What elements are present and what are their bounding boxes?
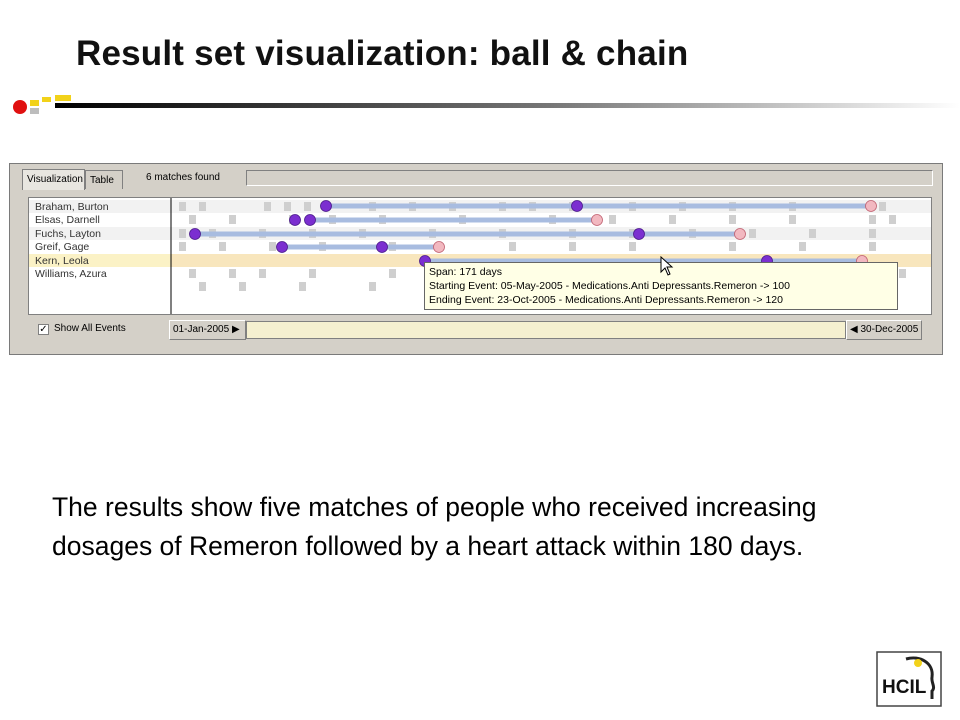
mouse-cursor-icon: [660, 256, 674, 276]
hcil-logo: HCIL: [876, 651, 942, 707]
bottom-controls: ✓ Show All Events 01-Jan-2005 ▶ ◀ 30-Dec…: [28, 320, 932, 344]
event-mark: [629, 242, 636, 251]
start-event-ball: [304, 214, 316, 226]
end-date-button[interactable]: ◀ 30-Dec-2005: [846, 320, 922, 340]
event-mark: [789, 215, 796, 224]
tooltip-start: Starting Event: 05-May-2005 - Medication…: [429, 280, 790, 292]
start-event-ball: [571, 200, 583, 212]
end-event-ball: [433, 241, 445, 253]
event-mark: [264, 202, 271, 211]
event-mark: [569, 242, 576, 251]
ball-and-chain-view[interactable]: Braham, Burton Elsas, Darnell Fuchs, Lay…: [28, 197, 932, 315]
end-event-ball: [865, 200, 877, 212]
event-mark: [869, 215, 876, 224]
event-mark: [219, 242, 226, 251]
event-mark: [199, 202, 206, 211]
patient-name[interactable]: Kern, Leola: [35, 255, 89, 267]
event-mark: [304, 202, 311, 211]
slide-title: Result set visualization: ball & chain: [76, 34, 689, 73]
event-mark: [899, 269, 906, 278]
event-mark: [669, 215, 676, 224]
event-mark: [284, 202, 291, 211]
event-mark: [189, 215, 196, 224]
event-mark: [229, 269, 236, 278]
show-all-events-label: Show All Events: [54, 323, 126, 334]
event-mark: [179, 242, 186, 251]
event-mark: [199, 282, 206, 291]
end-event-ball: [734, 228, 746, 240]
show-all-events-checkbox[interactable]: ✓: [38, 324, 49, 335]
tooltip-end: Ending Event: 23-Oct-2005 - Medications.…: [429, 294, 783, 306]
end-event-ball: [591, 214, 603, 226]
start-event-ball: [276, 241, 288, 253]
event-mark: [189, 269, 196, 278]
event-mark: [609, 215, 616, 224]
event-mark: [269, 242, 276, 251]
event-mark: [729, 242, 736, 251]
event-mark: [809, 229, 816, 238]
start-event-ball: [320, 200, 332, 212]
start-event-ball: [376, 241, 388, 253]
date-range-slider[interactable]: [246, 321, 846, 339]
svg-text:HCIL: HCIL: [882, 677, 927, 698]
matches-count: 6 matches found: [146, 172, 220, 183]
status-field: [246, 170, 933, 186]
event-mark: [799, 242, 806, 251]
start-date-button[interactable]: 01-Jan-2005 ▶: [169, 320, 246, 340]
event-mark: [259, 269, 266, 278]
event-mark: [509, 242, 516, 251]
event-mark: [749, 229, 756, 238]
event-mark: [369, 282, 376, 291]
timeline-row: [29, 241, 931, 254]
patient-name[interactable]: Williams, Azura: [35, 268, 107, 280]
event-mark: [729, 215, 736, 224]
event-mark: [299, 282, 306, 291]
event-mark: [309, 269, 316, 278]
event-mark: [869, 229, 876, 238]
event-mark: [879, 202, 886, 211]
event-mark: [239, 282, 246, 291]
tooltip-span: Span: 171 days: [429, 266, 502, 278]
left-arrow-icon: ◀: [850, 324, 858, 335]
title-underline-decoration: [13, 95, 960, 114]
right-arrow-icon: ▶: [231, 324, 240, 335]
event-mark: [869, 242, 876, 251]
app-window: Visualization Table 6 matches found Brah…: [9, 163, 943, 355]
tab-visualization[interactable]: Visualization: [22, 169, 85, 190]
event-mark: [889, 215, 896, 224]
patient-name[interactable]: Greif, Gage: [35, 241, 90, 253]
event-mark: [179, 229, 186, 238]
patient-name[interactable]: Fuchs, Layton: [35, 228, 101, 240]
tab-table[interactable]: Table: [85, 170, 123, 189]
patient-name[interactable]: Braham, Burton: [35, 201, 109, 213]
start-event-ball: [289, 214, 301, 226]
body-text: The results show five matches of people …: [52, 492, 817, 561]
start-event-ball: [189, 228, 201, 240]
event-mark: [179, 202, 186, 211]
event-mark: [229, 215, 236, 224]
end-date: 30-Dec-2005: [860, 324, 919, 335]
patient-name[interactable]: Elsas, Darnell: [35, 214, 100, 226]
event-mark: [389, 269, 396, 278]
start-date: 01-Jan-2005: [173, 324, 230, 335]
start-event-ball: [633, 228, 645, 240]
